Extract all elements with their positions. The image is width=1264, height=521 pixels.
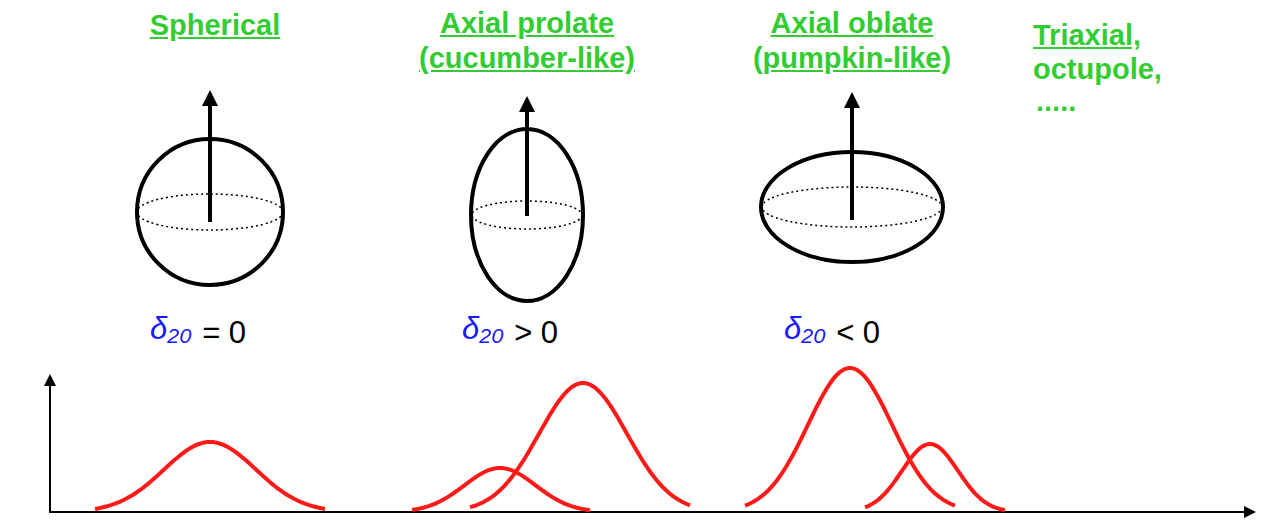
shape-title: Axial prolate [440, 8, 614, 40]
deformation-value: > 0 [514, 316, 558, 350]
shape-title: Triaxial, [1033, 20, 1141, 52]
shape-title: (cucumber-like) [419, 43, 635, 75]
distribution-curve [95, 442, 325, 509]
note-text: octupole, [1033, 54, 1162, 86]
distribution-curves [95, 368, 1005, 510]
note-text: ..... [1036, 86, 1076, 118]
deformation-value: < 0 [836, 316, 880, 350]
axes [49, 380, 1250, 512]
distribution-curve [745, 368, 955, 506]
shape-title: (pumpkin-like) [753, 43, 951, 75]
shape-title: Axial oblate [771, 8, 934, 40]
shape-title: Spherical [150, 10, 281, 42]
prolate-shape [471, 104, 583, 301]
deformation-value: = 0 [202, 316, 246, 350]
deformation-symbol: δ₂₀ [462, 312, 504, 346]
deformation-symbol: δ₂₀ [150, 312, 192, 346]
sphere-shape [137, 98, 283, 285]
distribution-curve [470, 383, 690, 507]
distribution-curve [865, 444, 1005, 510]
oblate-shape [761, 100, 943, 262]
deformation-symbol: δ₂₀ [784, 312, 826, 346]
